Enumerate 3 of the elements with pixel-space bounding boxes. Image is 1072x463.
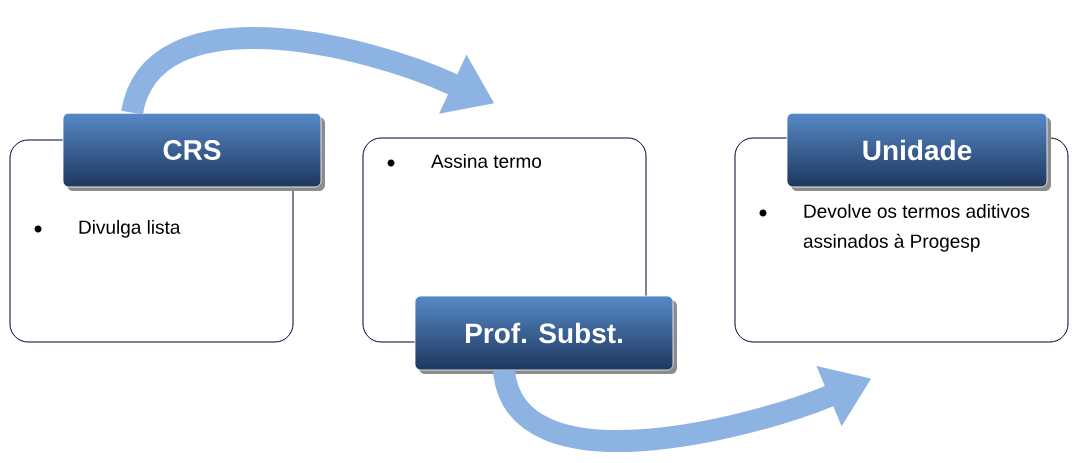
header-bar: Unidade [786, 112, 1051, 191]
header-bar: CRS [62, 112, 325, 191]
header-bar: Prof. Subst. [414, 295, 677, 374]
